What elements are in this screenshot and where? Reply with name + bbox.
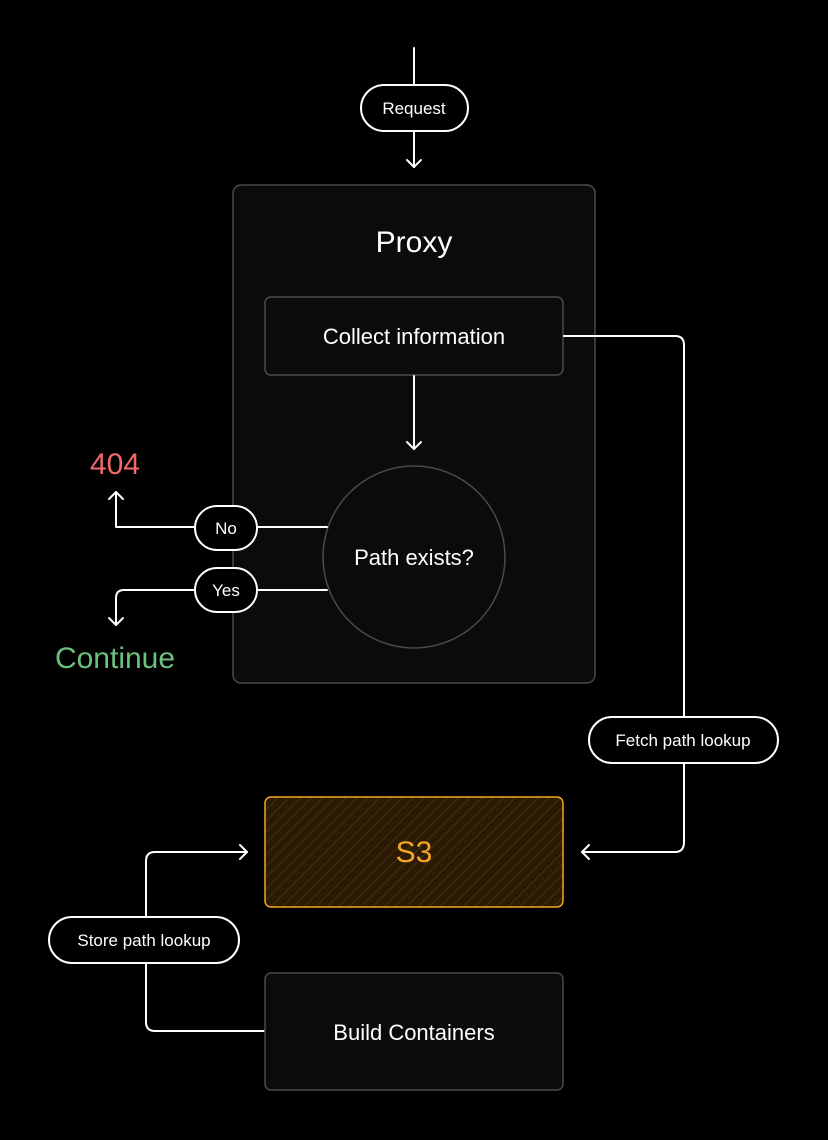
path-exists-label: Path exists? [354, 545, 474, 570]
not-found-label: 404 [90, 448, 140, 481]
build-containers-box [264, 972, 564, 1091]
fetch-pill [588, 716, 779, 764]
fetch-route-line [563, 335, 685, 853]
request-arrowhead [406, 159, 422, 168]
yes-label: Yes [212, 581, 240, 600]
s3-box [264, 796, 564, 908]
path-exists-decision [322, 465, 506, 649]
proxy-title: Proxy [376, 226, 453, 259]
fetch-label: Fetch path lookup [615, 731, 750, 750]
store-label: Store path lookup [77, 931, 210, 950]
collect-information-label: Collect information [323, 324, 505, 349]
no-label: No [215, 519, 237, 538]
fetch-arrowhead [581, 844, 590, 860]
yes-pill [194, 567, 258, 613]
store-pill [48, 916, 240, 964]
yes-branch-arrowhead [108, 617, 124, 626]
store-arrowhead [239, 844, 248, 860]
s3-label: S3 [396, 836, 433, 869]
request-label: Request [382, 99, 446, 118]
build-containers-label: Build Containers [333, 1020, 494, 1045]
request-pill [360, 84, 469, 132]
no-pill [194, 505, 258, 551]
continue-label: Continue [55, 642, 175, 675]
no-branch-line [114, 491, 328, 528]
yes-branch-line [115, 589, 328, 626]
no-branch-arrowhead [108, 491, 124, 500]
collect-to-path-arrowhead [406, 441, 422, 450]
